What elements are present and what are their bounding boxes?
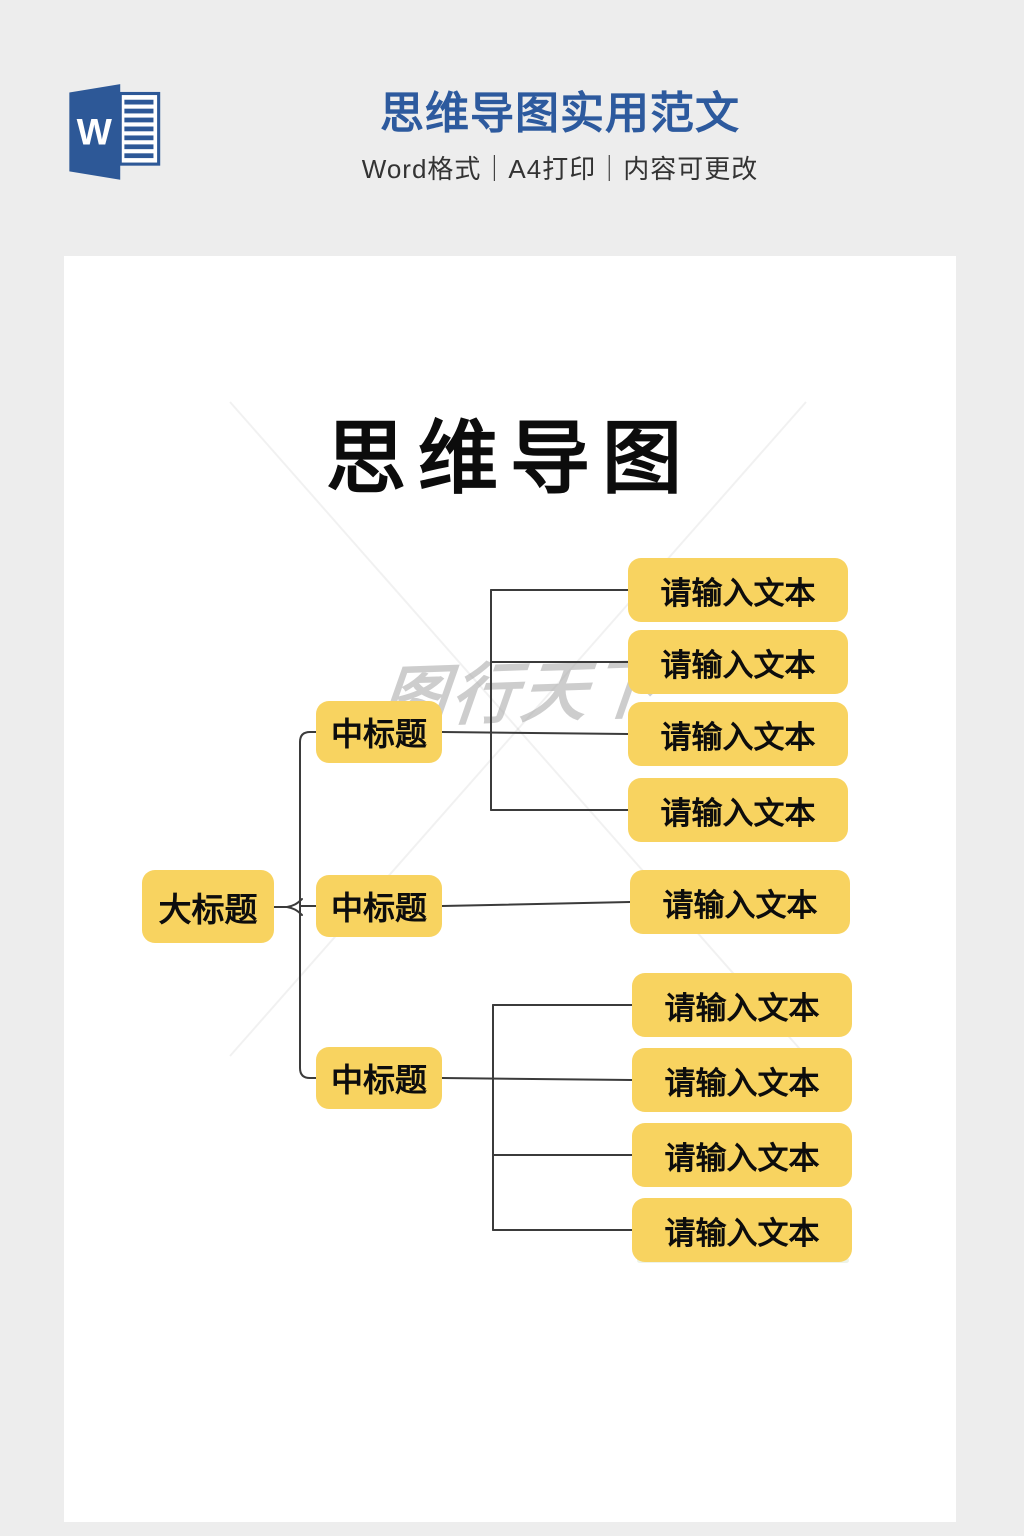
child-node-3-2: 请输入文本 <box>632 1048 852 1112</box>
group3-through-line <box>441 1077 633 1081</box>
branch-node-3: 中标题 <box>316 1047 442 1109</box>
child-node-1-1: 请输入文本 <box>628 558 848 622</box>
doc-subtitle: Word格式｜A4打印｜内容可更改 <box>361 153 759 184</box>
child-node-1-2: 请输入文本 <box>628 630 848 694</box>
child-node-3-3: 请输入文本 <box>632 1123 852 1187</box>
group2-line <box>441 901 631 907</box>
header: W 思维导图实用范文 Word格式｜A4打印｜内容可更改 <box>0 0 1024 256</box>
word-icon-lines <box>124 99 154 159</box>
child-node-1-3: 请输入文本 <box>628 702 848 766</box>
watermark-cross-lines <box>229 401 807 1057</box>
child-node-3-4: 请输入文本 <box>632 1198 852 1262</box>
word-icon-letter: W <box>77 110 113 152</box>
document-page: 图行天下 思维导图 大标题 <box>64 256 956 1522</box>
group1-through-line <box>441 731 629 735</box>
branch-node-1: 中标题 <box>316 701 442 763</box>
connector-lines <box>273 589 633 1231</box>
branch-node-2: 中标题 <box>316 875 442 937</box>
child-node-3-1: 请输入文本 <box>632 973 852 1037</box>
child-node-1-4: 请输入文本 <box>628 778 848 842</box>
child-node-2-1: 请输入文本 <box>630 870 850 934</box>
doc-title: 思维导图实用范文 <box>380 89 740 138</box>
word-icon: W <box>69 84 161 180</box>
word-icon-panel <box>69 84 121 180</box>
root-node: 大标题 <box>142 870 274 943</box>
header-text: 思维导图实用范文 Word格式｜A4打印｜内容可更改 <box>96 88 1024 186</box>
mindmap-title: 思维导图 <box>326 414 694 503</box>
